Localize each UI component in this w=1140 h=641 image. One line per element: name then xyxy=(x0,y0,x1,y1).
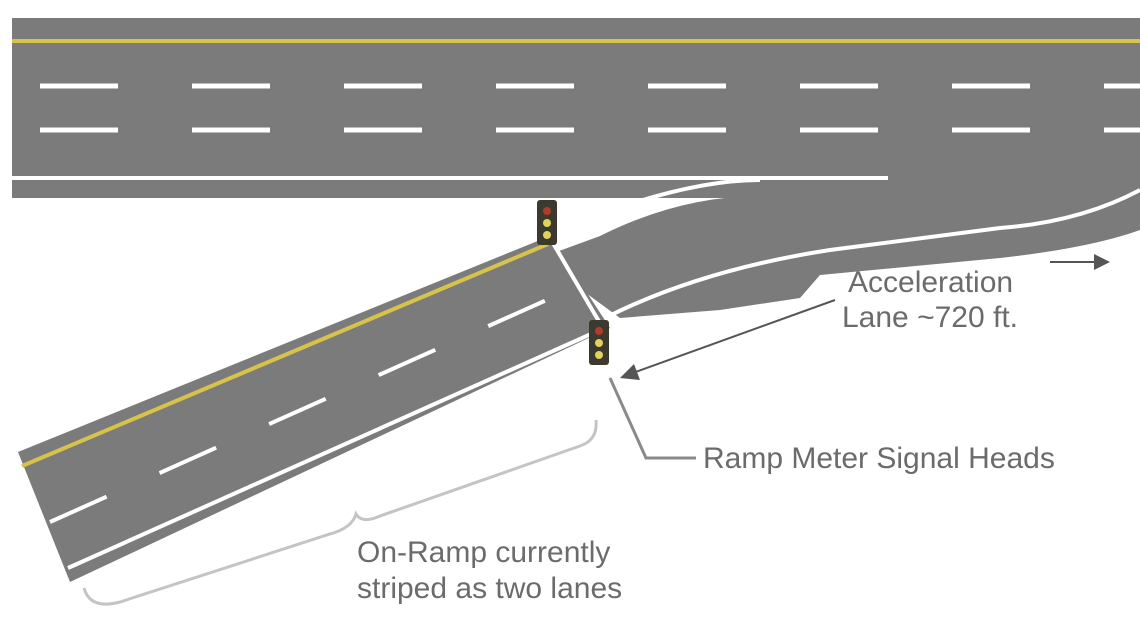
stop-bar xyxy=(548,236,606,332)
ramp-edge-line xyxy=(67,328,601,570)
freeway-mainline xyxy=(12,18,1140,198)
onramp-label-line2: striped as two lanes xyxy=(357,572,622,605)
traffic-signal-icon xyxy=(537,200,557,245)
ramp-lane-divider xyxy=(49,284,579,524)
arrow-left-icon xyxy=(620,364,640,380)
arrow-right-icon xyxy=(1094,254,1110,270)
arrow-left-icon xyxy=(629,299,836,375)
ramp-meter-leader xyxy=(608,377,696,460)
on-ramp xyxy=(18,236,610,582)
merge-gore-line xyxy=(559,178,761,232)
acceleration-label-line2: Lane ~720 ft. xyxy=(842,301,1018,334)
onramp-bracket xyxy=(82,419,598,606)
ramp-meter-label: Ramp Meter Signal Heads xyxy=(703,442,1055,475)
ramp-center-line xyxy=(21,242,549,468)
acceleration-label-line1: Acceleration xyxy=(848,266,1013,299)
acceleration-edge-line xyxy=(604,188,1140,320)
traffic-signal-icon xyxy=(589,320,609,365)
acceleration-lane xyxy=(540,196,1140,318)
onramp-label-line1: On-Ramp currently xyxy=(357,536,610,569)
